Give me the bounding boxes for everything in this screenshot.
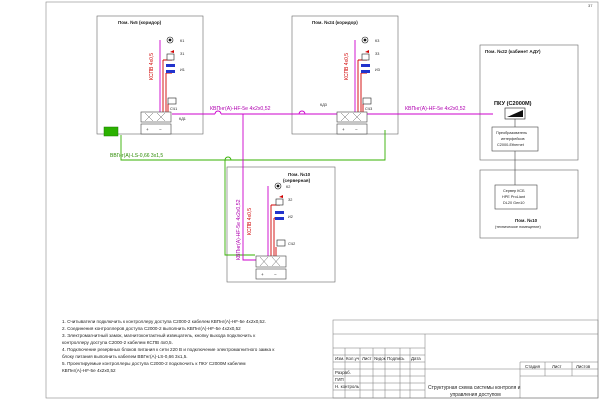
converter-line1: Преобразователь bbox=[496, 131, 527, 135]
sch3-label: СЧ3 bbox=[365, 107, 372, 111]
lock-z2: З2 bbox=[275, 195, 292, 206]
room-10b-subtitle: (техническое помещение) bbox=[495, 225, 541, 229]
note-line: контроллеру доступа С2000-2 кабелем КСПВ… bbox=[62, 340, 173, 345]
tb-header-kolich: Кол.уч bbox=[346, 356, 359, 361]
bus-label-top-left: КВПнг(А)-HF-5е 4х2х0,52 bbox=[210, 106, 271, 112]
tb-stage: Стадия bbox=[525, 364, 541, 369]
sch2-label: СЧ2 bbox=[288, 242, 295, 246]
counter-sch1: СЧ1 bbox=[167, 97, 177, 111]
z1-label: З1 bbox=[180, 52, 184, 56]
room-10b-title: Пом. №10 bbox=[515, 218, 538, 223]
i3-label: И3 bbox=[375, 68, 380, 72]
svg-text:−: − bbox=[159, 127, 162, 132]
svg-text:+: + bbox=[146, 127, 149, 132]
server-line2: HPE ProLiant bbox=[502, 195, 526, 199]
svg-text:+: + bbox=[261, 272, 264, 277]
room-10-subtitle: (серверная) bbox=[283, 178, 311, 183]
detector-i3: И3 bbox=[361, 64, 380, 73]
k2-label: К2 bbox=[286, 185, 290, 189]
tb-header-ndok: №док bbox=[374, 356, 386, 361]
k1-label: К1 bbox=[180, 39, 184, 43]
svg-text:−: − bbox=[274, 272, 277, 277]
room-10-title: Пом. №10 bbox=[288, 172, 311, 177]
converter-line3: С2000-Ethernet bbox=[497, 143, 525, 147]
server-line1: Сервер КСБ bbox=[503, 189, 525, 193]
detector-i2: И2 bbox=[275, 211, 293, 220]
lock-z3: З3 bbox=[361, 50, 379, 61]
sheet-frame bbox=[45, 1, 599, 399]
kspv-label-room5: КСПВ 4х0,5 bbox=[149, 53, 155, 80]
power-cable-label: ВВГнг(А)-LS-0,66 3х1,5 bbox=[110, 153, 163, 159]
power-line bbox=[120, 130, 386, 256]
tb-header-data: Дата bbox=[411, 356, 421, 361]
converter-line2: интерфейсов bbox=[501, 137, 525, 141]
counter-sch3: СЧ3 bbox=[362, 97, 372, 111]
tb-role-razrab: Разраб. bbox=[335, 370, 351, 375]
bus-label-top-right: КВПнг(А)-HF-5е 4х2х0,52 bbox=[405, 106, 466, 112]
tb-header-list: Лист bbox=[362, 356, 372, 361]
tb-title-line2: управления доступом bbox=[450, 392, 501, 398]
kd1-label: КД1 bbox=[179, 117, 186, 121]
detector-i1: И1 bbox=[166, 64, 185, 73]
room-24-title: Пом. №24 (коридор) bbox=[312, 20, 358, 25]
i2-label: И2 bbox=[288, 215, 293, 219]
z3-label: З3 bbox=[375, 52, 379, 56]
note-line: 2. Соединения контроллеров доступа С2000… bbox=[62, 326, 241, 331]
kspv-label-room10: КСПВ 4х0,5 bbox=[247, 208, 253, 235]
tb-header-izm: Изм. bbox=[335, 356, 344, 361]
notes-block: 1. Считыватели подключить к контроллеру … bbox=[62, 319, 275, 373]
reader-k2: К2 bbox=[274, 182, 290, 190]
reader-k3: К3 bbox=[361, 36, 379, 44]
bus-label-vertical: КВПнг(А)-HF-5е 4х2х0,52 bbox=[236, 199, 242, 260]
kspv-label-room24: КСПВ 4х0,5 bbox=[344, 53, 350, 80]
note-line: блоку питания выполнить кабелем ВВГнг(А)… bbox=[62, 354, 188, 359]
page-number: 37 bbox=[588, 3, 593, 8]
server-line3: DL20 Gen10 bbox=[503, 201, 525, 205]
note-line: 4. Подключение резервных блоков питания … bbox=[62, 347, 275, 352]
note-line: 1. Считыватели подключить к контроллеру … bbox=[62, 319, 266, 324]
server-device: Сервер КСБ HPE ProLiant DL20 Gen10 bbox=[494, 184, 538, 210]
title-block bbox=[332, 319, 599, 399]
room-22-title: Пом. №22 (кабинет АДУ) bbox=[485, 48, 541, 54]
converter-device: Преобразователь интерфейсов С2000-Ethern… bbox=[491, 126, 539, 152]
pku-label: ПКУ (С2000М) bbox=[494, 101, 532, 107]
tb-role-nkontrol: Н. контроль bbox=[335, 384, 360, 389]
counter-sch2: СЧ2 bbox=[276, 239, 295, 247]
room-5-title: Пом. №5 (коридор) bbox=[118, 20, 162, 25]
sch1-label: СЧ1 bbox=[170, 107, 177, 111]
pku-device: ПКУ (С2000М) bbox=[494, 101, 532, 120]
controller-kd3: + − КД3 bbox=[320, 40, 368, 135]
tb-title-line1: Структурная схема системы контроля и bbox=[428, 385, 521, 391]
reader-k1: К1 bbox=[166, 36, 184, 44]
z2-label: З2 bbox=[288, 198, 292, 202]
note-line: 3. Электромагнитный замок, магнитоконтак… bbox=[62, 332, 256, 338]
note-line: 5. Проектируемые контроллеры доступа С20… bbox=[62, 361, 246, 366]
i1-label: И1 bbox=[180, 68, 185, 72]
power-supply-block bbox=[103, 126, 119, 137]
svg-text:−: − bbox=[355, 127, 358, 132]
tb-role-gip: ГИП bbox=[335, 377, 344, 382]
tb-sheet: Лист bbox=[552, 364, 562, 369]
tb-header-podpis: Подпись bbox=[387, 356, 405, 361]
k3-label: К3 bbox=[375, 39, 379, 43]
note-line: КВПнг(А)-HF-5е 4х2х0,52 bbox=[62, 368, 116, 373]
lock-z1: З1 bbox=[166, 50, 184, 61]
tb-sheets: Листов bbox=[576, 364, 591, 369]
svg-text:+: + bbox=[342, 127, 345, 132]
kd3-label: КД3 bbox=[320, 103, 327, 107]
